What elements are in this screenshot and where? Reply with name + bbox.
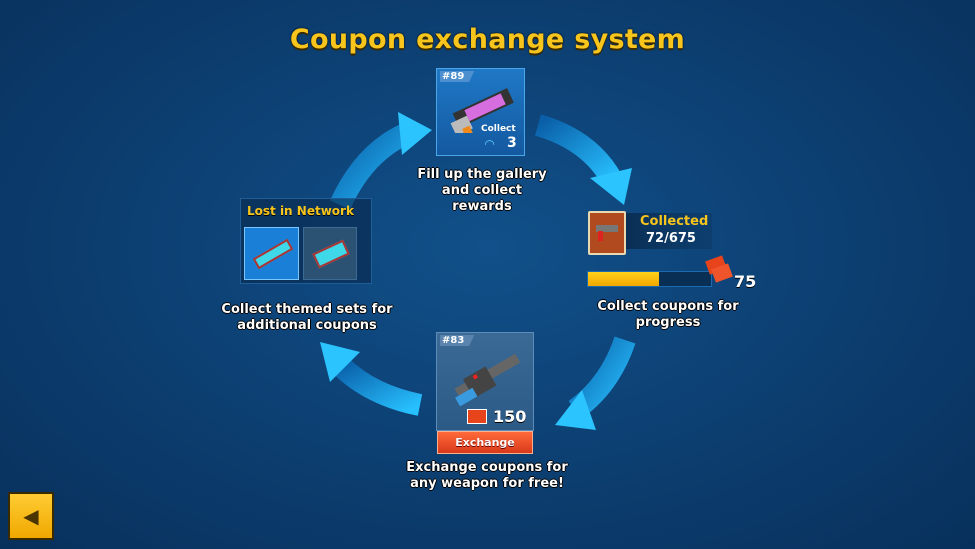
gem-icon: ◠ bbox=[485, 137, 495, 151]
collect-label: Collect bbox=[481, 124, 516, 134]
reward-count: 3 bbox=[507, 135, 517, 151]
exchange-caption: Exchange coupons for any weapon for free… bbox=[377, 460, 597, 492]
collected-box: Collected 72/675 bbox=[626, 213, 712, 249]
gallery-card[interactable]: #89 Collect ◠ 3 bbox=[436, 68, 525, 156]
progress-fill bbox=[588, 272, 660, 286]
collected-label: Collected bbox=[640, 214, 709, 229]
arrow-top-left bbox=[329, 112, 432, 210]
weapon-number: #89 bbox=[440, 71, 475, 82]
weapon-number: #83 bbox=[440, 335, 475, 346]
page-title: Coupon exchange system bbox=[289, 24, 686, 55]
set-weapon-2[interactable] bbox=[303, 227, 357, 280]
caption-line: any weapon for free! bbox=[410, 476, 564, 491]
set-weapon-1[interactable] bbox=[244, 227, 299, 280]
themed-set-panel[interactable]: Lost in Network bbox=[240, 198, 372, 284]
exchange-card[interactable]: #83 150 bbox=[436, 332, 534, 431]
caption-line: Exchange coupons for bbox=[406, 460, 568, 475]
rifle-icon bbox=[454, 353, 521, 407]
coupon-stack-icon bbox=[705, 255, 733, 286]
gallery-caption: Fill up the gallery and collect rewards bbox=[382, 167, 582, 215]
arrow-bottom-right bbox=[555, 336, 636, 430]
coupon-icon bbox=[467, 409, 487, 424]
sets-caption: Collect themed sets for additional coupo… bbox=[197, 302, 417, 334]
arrow-top-right bbox=[534, 114, 632, 205]
caption-line: Fill up the gallery bbox=[417, 167, 547, 182]
caption-line: Collect coupons for bbox=[597, 299, 739, 314]
gallery-book-icon bbox=[588, 211, 626, 255]
coupon-count: 75 bbox=[734, 272, 757, 291]
back-button[interactable]: ◀ bbox=[8, 492, 54, 540]
caption-line: Collect themed sets for bbox=[221, 302, 393, 317]
progress-caption: Collect coupons for progress bbox=[568, 299, 768, 331]
exchange-button[interactable]: Exchange bbox=[437, 431, 533, 454]
minigun-icon bbox=[450, 88, 514, 133]
exchange-price: 150 bbox=[493, 407, 527, 426]
caption-line: progress bbox=[635, 315, 701, 330]
caption-line: additional coupons bbox=[237, 318, 377, 333]
collected-count: 72/675 bbox=[646, 231, 696, 246]
arrow-bottom-left bbox=[320, 342, 423, 416]
caption-line: and collect bbox=[441, 183, 523, 198]
caption-line: rewards bbox=[452, 199, 512, 214]
set-name: Lost in Network bbox=[247, 204, 354, 218]
progress-bar bbox=[587, 271, 712, 287]
arrow-left-icon: ◀ bbox=[23, 504, 39, 528]
